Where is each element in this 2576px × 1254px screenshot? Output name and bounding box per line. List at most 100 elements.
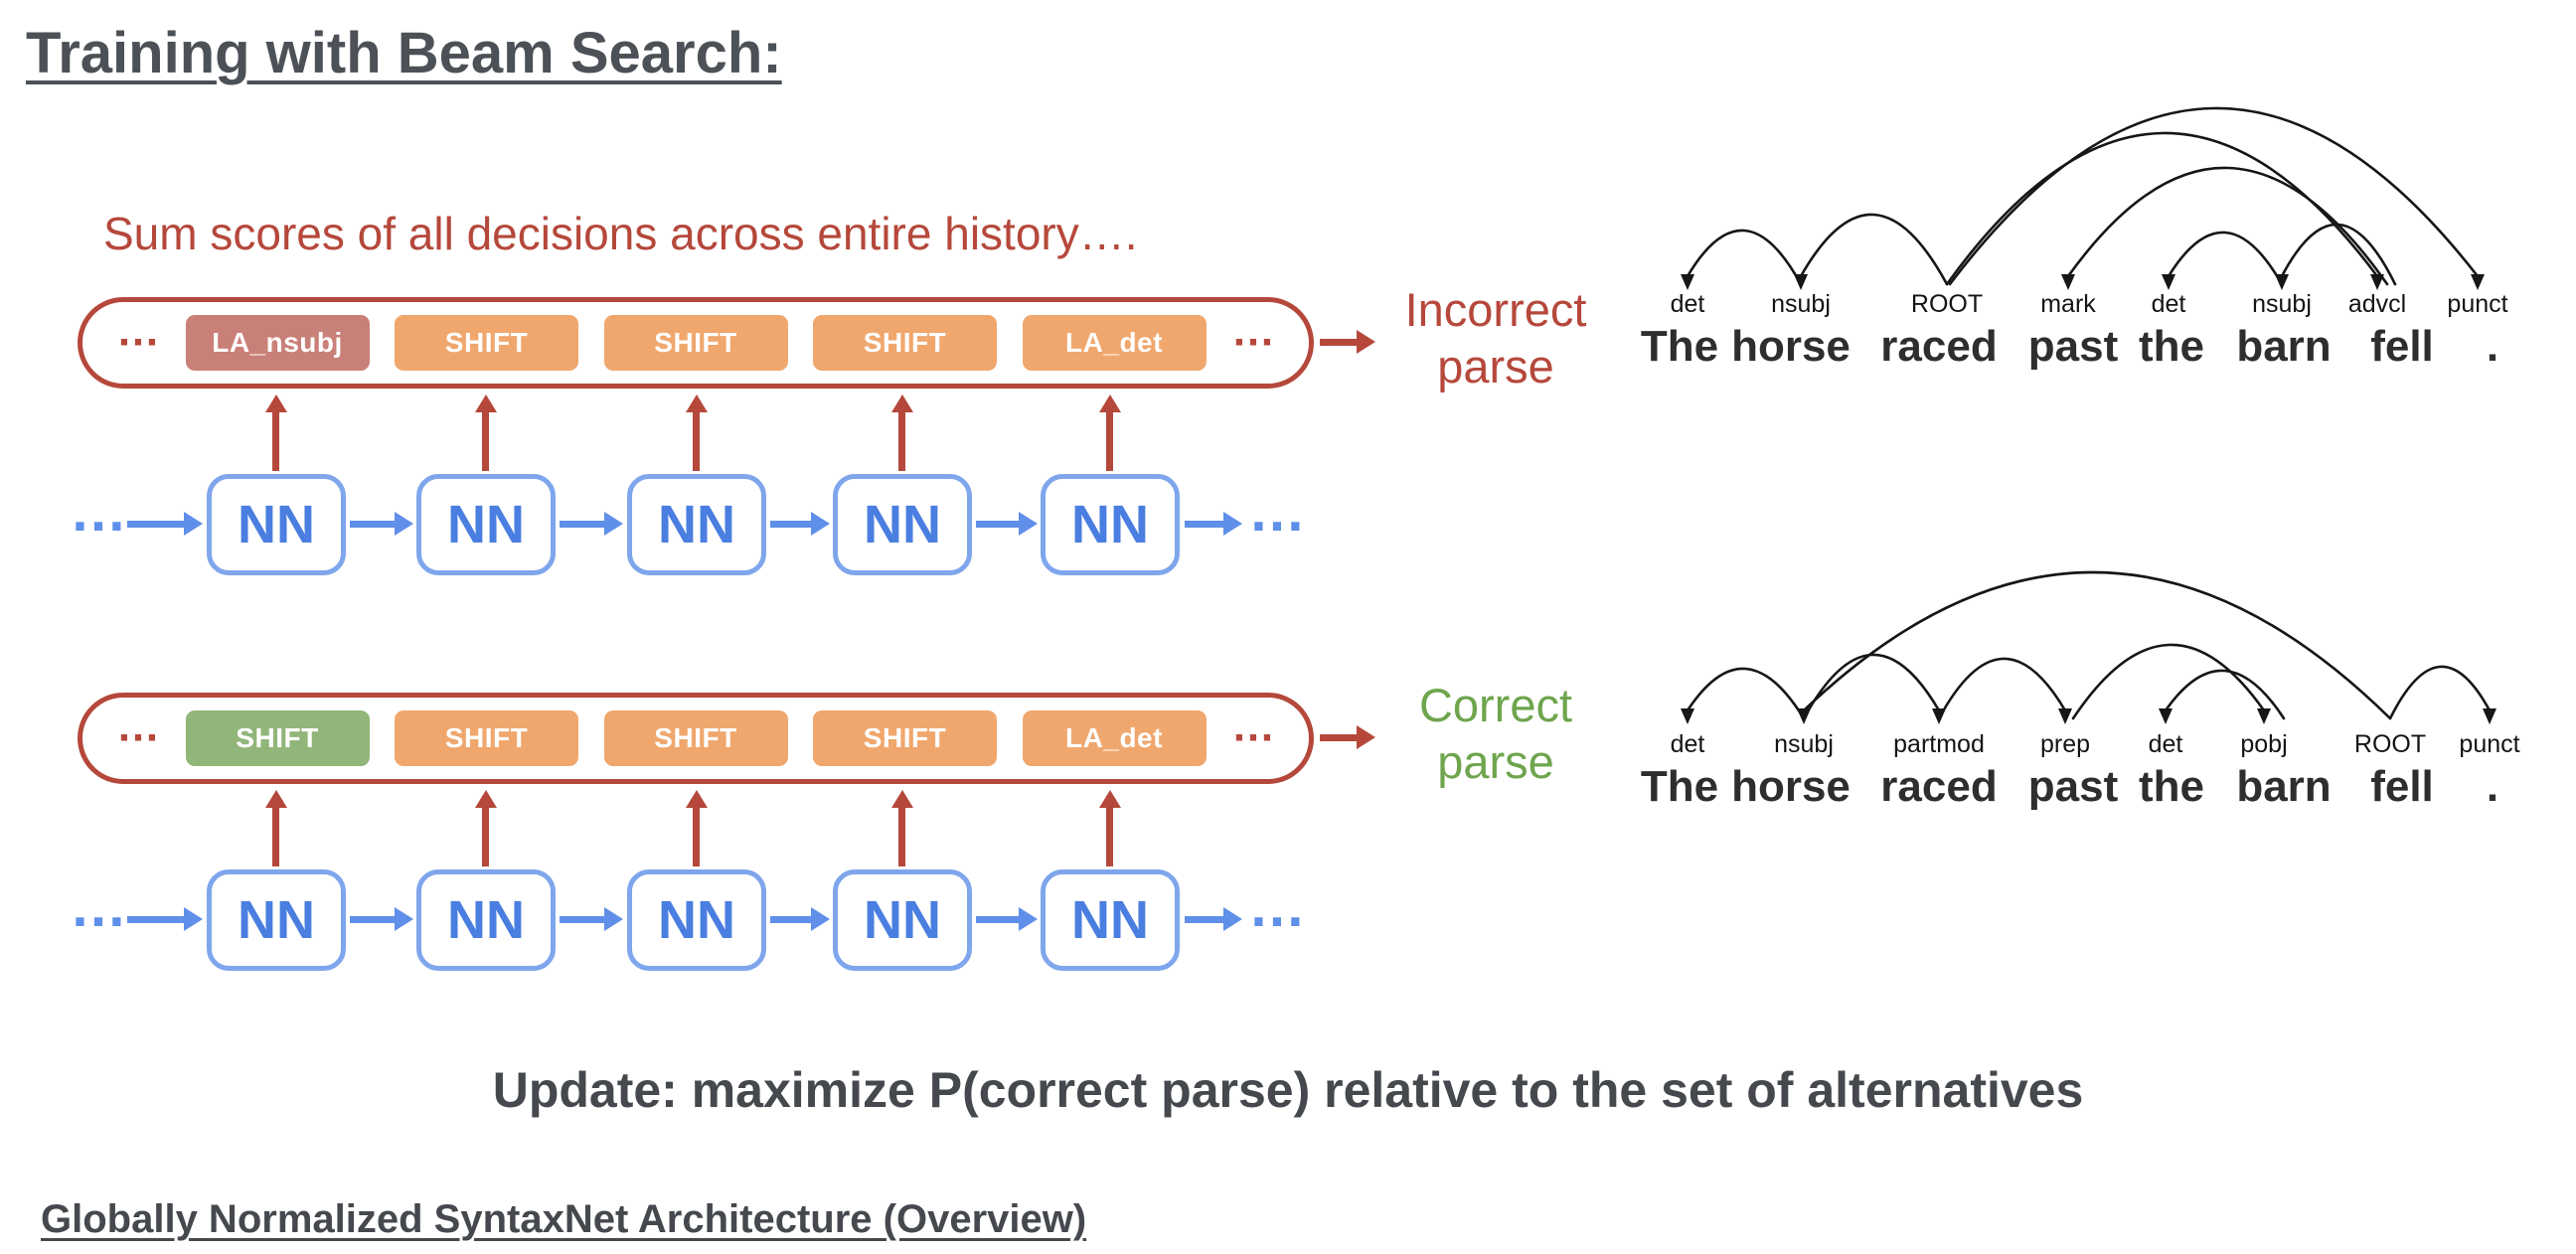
result-line-2: parse	[1437, 735, 1554, 789]
nn-box: NN	[627, 474, 766, 575]
dep-label: det	[2148, 730, 2183, 758]
right-arrow-icon	[1320, 330, 1375, 354]
action-shift: SHIFT	[395, 710, 578, 766]
ellipsis: …	[1248, 874, 1306, 939]
result-line-1: Correct	[1418, 679, 1573, 731]
dep-word: past	[2027, 762, 2119, 811]
right-arrow-icon	[770, 512, 830, 536]
up-arrow-icon	[474, 790, 497, 866]
right-arrow-icon	[560, 512, 623, 536]
nn-box: NN	[627, 869, 766, 971]
page-title: Training with Beam Search:	[26, 21, 782, 85]
up-arrow-icon	[890, 790, 913, 866]
dep-label: nsubj	[2252, 290, 2312, 318]
dep-label: prep	[2039, 730, 2091, 758]
result-label-correct: Correct parse	[1376, 677, 1615, 791]
nn-box: NN	[416, 474, 556, 575]
dep-word: past	[2027, 322, 2119, 371]
right-arrow-icon	[770, 907, 830, 931]
up-arrow-icon	[474, 394, 497, 471]
dep-label: punct	[2447, 290, 2508, 318]
nn-box: NN	[416, 869, 556, 971]
result-label-incorrect: Incorrect parse	[1376, 281, 1615, 395]
beam-caption: Sum scores of all decisions across entir…	[103, 208, 1138, 259]
dep-label: det	[2151, 290, 2186, 318]
dep-label: nsubj	[1771, 290, 1831, 318]
up-arrow-icon	[264, 790, 287, 866]
dep-label: partmod	[1893, 730, 1985, 758]
right-arrow-icon	[1320, 725, 1375, 749]
dep-label: ROOT	[2353, 730, 2427, 758]
right-arrow-icon	[976, 907, 1038, 931]
dep-word: barn	[2236, 322, 2332, 371]
dep-label: det	[1670, 730, 1705, 758]
dependency-parse-incorrect: det nsubj ROOT mark det nsubj advcl punc…	[1630, 99, 2576, 388]
up-arrow-icon	[1098, 790, 1121, 866]
dep-label: punct	[2459, 730, 2520, 758]
beam-sequence-correct: … SHIFT SHIFT SHIFT SHIFT LA_det …	[78, 693, 1314, 784]
action-shift: SHIFT	[813, 710, 997, 766]
ellipsis: …	[116, 702, 160, 751]
dep-label: pobj	[2240, 730, 2288, 758]
dep-word: The	[1640, 322, 1719, 371]
action-shift: SHIFT	[603, 315, 788, 371]
dep-word: raced	[1880, 762, 1998, 811]
dep-word: barn	[2236, 762, 2332, 811]
ellipsis: …	[1231, 306, 1275, 356]
dep-word: horse	[1731, 762, 1851, 811]
right-arrow-icon	[1185, 512, 1242, 536]
dep-word: The	[1640, 762, 1719, 811]
dep-word: horse	[1731, 322, 1851, 371]
dep-label: advcl	[2347, 290, 2407, 318]
dependency-arcs	[1681, 570, 2496, 724]
up-arrow-icon	[1098, 394, 1121, 471]
dep-word: the	[2139, 322, 2204, 371]
ellipsis: …	[1231, 702, 1275, 751]
nn-box: NN	[207, 869, 346, 971]
right-arrow-icon	[127, 512, 203, 536]
ellipsis: …	[70, 874, 127, 939]
up-arrow-icon	[890, 394, 913, 471]
footer-heading: Globally Normalized SyntaxNet Architectu…	[41, 1197, 1087, 1241]
right-arrow-icon	[560, 907, 623, 931]
dep-word: the	[2139, 762, 2204, 811]
beam-sequence-incorrect: … LA_nsubj SHIFT SHIFT SHIFT LA_det …	[78, 297, 1314, 389]
right-arrow-icon	[1185, 907, 1242, 931]
dependency-arcs	[1681, 106, 2485, 290]
action-la-nsubj: LA_nsubj	[185, 315, 370, 371]
dep-word: fell	[2370, 762, 2434, 811]
nn-box: NN	[1041, 474, 1180, 575]
dep-label: mark	[2040, 290, 2096, 318]
dep-label: ROOT	[1910, 290, 1984, 318]
result-line-1: Incorrect	[1404, 283, 1587, 336]
up-arrow-icon	[264, 394, 287, 471]
nn-box: NN	[1041, 869, 1180, 971]
ellipsis: …	[116, 306, 160, 356]
ellipsis: …	[70, 479, 127, 544]
right-arrow-icon	[127, 907, 203, 931]
nn-box: NN	[207, 474, 346, 575]
dep-label: det	[1670, 290, 1705, 318]
up-arrow-icon	[685, 394, 708, 471]
dep-word: fell	[2370, 322, 2434, 371]
action-shift: SHIFT	[395, 315, 578, 371]
nn-box: NN	[833, 474, 972, 575]
action-la-det: LA_det	[1022, 710, 1207, 766]
action-shift: SHIFT	[603, 710, 788, 766]
action-shift: SHIFT	[185, 710, 370, 766]
up-arrow-icon	[685, 790, 708, 866]
dep-label: nsubj	[1774, 730, 1834, 758]
dependency-parse-correct: det nsubj partmod prep det pobj ROOT pun…	[1630, 561, 2576, 830]
dep-word: raced	[1880, 322, 1998, 371]
dep-word: .	[2486, 762, 2499, 811]
right-arrow-icon	[976, 512, 1038, 536]
ellipsis: …	[1248, 479, 1306, 544]
right-arrow-icon	[350, 907, 413, 931]
update-statement: Update: maximize P(correct parse) relati…	[492, 1062, 2084, 1118]
right-arrow-icon	[350, 512, 413, 536]
action-shift: SHIFT	[813, 315, 997, 371]
result-line-2: parse	[1437, 340, 1554, 393]
action-la-det: LA_det	[1022, 315, 1207, 371]
dep-word: .	[2486, 322, 2499, 371]
